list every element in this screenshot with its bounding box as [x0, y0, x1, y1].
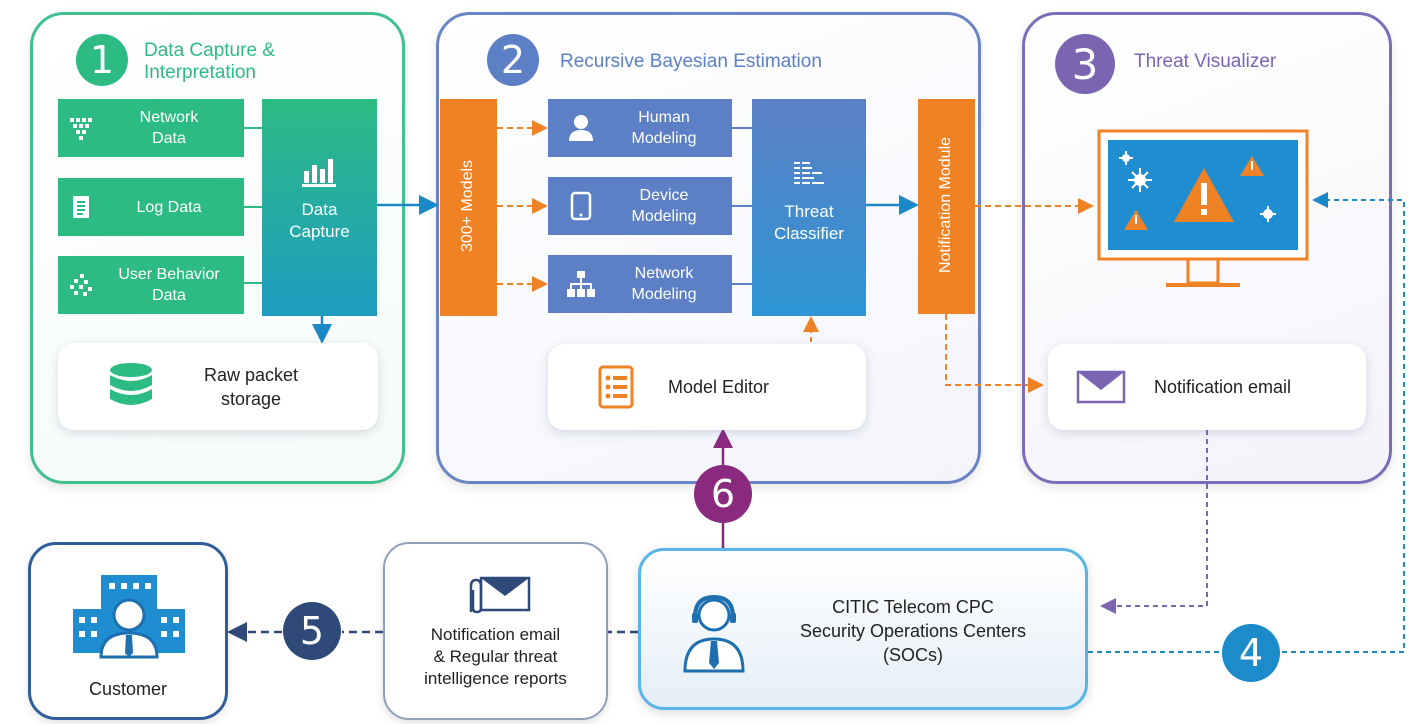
headset-operator-icon — [683, 594, 745, 673]
source-network-label2: Data — [152, 130, 186, 147]
soc-line2: Security Operations Centers — [799, 621, 1027, 641]
models-bar-label: 300+ Models — [459, 159, 476, 253]
notification-email-label: Notification email — [1154, 376, 1292, 397]
step-badge-5: 5 — [283, 602, 341, 660]
soc-card: CITIC Telecom CPC Security Operations Ce… — [638, 548, 1088, 710]
notification-module-label: Notification Module — [937, 136, 954, 274]
models-bar: 300+ Models — [440, 99, 497, 316]
model-editor[interactable]: Model Editor — [548, 344, 866, 430]
model-network-label2: Modeling — [631, 286, 697, 303]
tablet-icon — [570, 191, 592, 221]
attachment-mail-icon — [469, 576, 531, 614]
model-editor-label: Model Editor — [668, 376, 770, 397]
step-badge-3: 3 — [1055, 34, 1115, 94]
step-badge-6: 6 — [694, 465, 752, 523]
classifier-label2: Classifier — [774, 224, 844, 243]
soc-line3: (SOCs) — [883, 645, 943, 665]
step-badge-4: 4 — [1222, 624, 1280, 682]
customer-label: Customer — [88, 679, 168, 699]
reports-card: Notification email & Regular threat inte… — [383, 542, 608, 720]
envelope-icon — [1076, 370, 1126, 404]
reports-line3: intelligence reports — [424, 669, 567, 688]
scatter-icon — [70, 274, 92, 296]
source-network-label: Network — [139, 109, 199, 126]
panel1-title-line2: Interpretation — [144, 62, 256, 83]
customer-card: Customer — [28, 542, 228, 720]
model-human-label1: Human — [638, 109, 690, 126]
threat-monitor-icon — [1097, 129, 1309, 287]
reports-line2: & Regular threat — [433, 647, 558, 666]
data-capture-block: Data Capture — [262, 99, 377, 316]
person-icon — [569, 115, 593, 141]
network-grid-icon — [70, 118, 92, 140]
notification-module-bar: Notification Module — [918, 99, 975, 314]
soc-line1: CITIC Telecom CPC — [832, 597, 994, 617]
model-device-label1: Device — [639, 187, 689, 204]
source-log-label: Log Data — [136, 198, 202, 216]
model-device-label2: Modeling — [631, 208, 697, 225]
step-badge-2: 2 — [487, 34, 539, 86]
model-human-label2: Modeling — [631, 130, 697, 147]
customer-icon — [73, 575, 185, 659]
storage-label2: storage — [220, 388, 282, 409]
panel2-title: Recursive Bayesian Estimation — [560, 51, 822, 72]
notification-email-card: Notification email — [1048, 344, 1366, 430]
data-capture-label2: Capture — [289, 222, 350, 241]
list-bars-icon — [794, 162, 824, 184]
threat-classifier-block: Threat Classifier — [752, 99, 866, 316]
panel3-title: Threat Visualizer — [1134, 51, 1277, 72]
bar-chart-icon — [301, 159, 336, 187]
source-log-data: Log Data — [58, 178, 244, 236]
reports-line1: Notification email — [430, 625, 561, 644]
database-icon — [110, 362, 152, 405]
panel1-title-line1: Data Capture & — [144, 40, 275, 61]
source-user-label: User Behavior — [118, 266, 220, 283]
panel1-title: Data Capture & Interpretation — [144, 40, 275, 84]
document-icon — [73, 196, 89, 218]
hierarchy-icon — [567, 271, 595, 297]
step-badge-1: 1 — [76, 34, 128, 86]
storage-label1: Raw packet — [203, 364, 299, 385]
raw-packet-storage: Raw packet storage — [58, 343, 378, 430]
source-user-label2: Data — [152, 287, 186, 304]
data-capture-label1: Data — [301, 200, 338, 219]
classifier-label1: Threat — [784, 202, 834, 221]
checklist-icon — [598, 365, 634, 409]
model-network-label1: Network — [634, 265, 694, 282]
